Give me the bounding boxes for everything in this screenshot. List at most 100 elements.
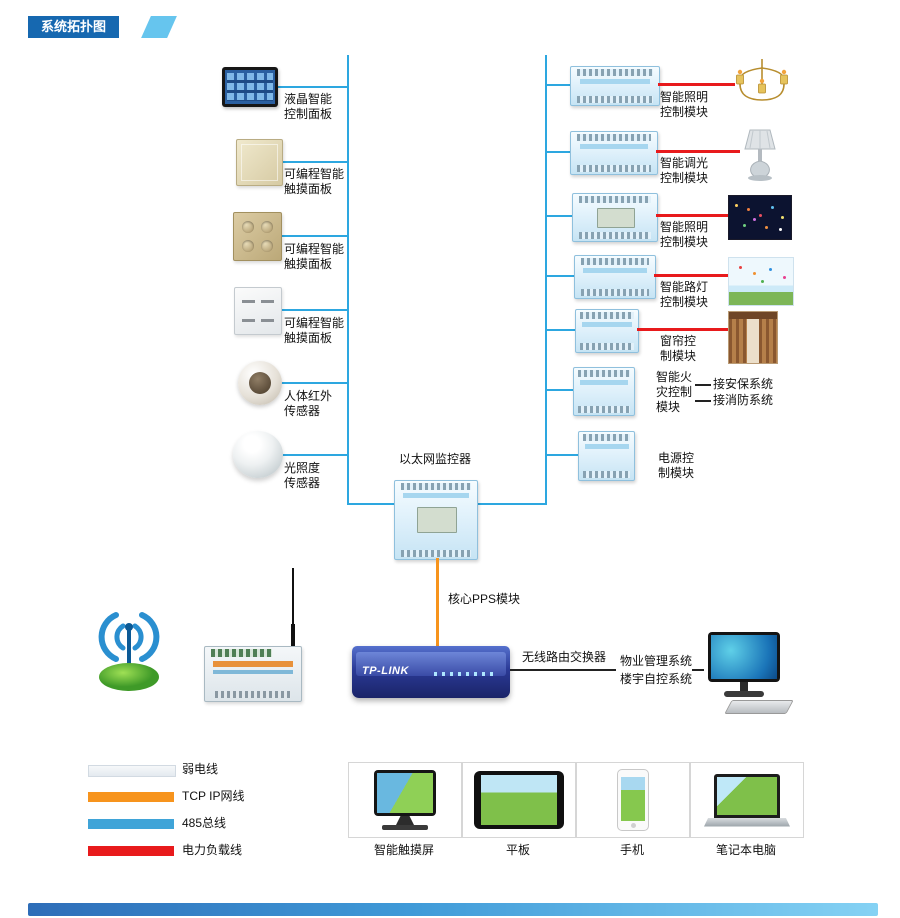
ethernet-monitor-label: 以太网监控器: [399, 452, 472, 466]
desktop-computer-image: [702, 632, 794, 716]
module-label-strip: [583, 268, 647, 273]
branch-line-touch-panel-1: [280, 161, 347, 163]
pc-link-line: [692, 669, 704, 671]
branch-line-touch-panel-3: [279, 309, 347, 311]
pc-stand-base: [724, 691, 764, 697]
bottom-device-label: 平板: [505, 843, 530, 857]
title-accent-shape: [141, 16, 177, 38]
touchscreen-stand: [396, 816, 414, 825]
touch-panel-image-1: [236, 139, 283, 186]
branch-line-light-sensor: [282, 454, 347, 456]
module-label-strip: [580, 380, 628, 385]
module-screen: [417, 507, 457, 533]
touchscreen-box: [348, 762, 462, 838]
branch-line-module-4: [547, 275, 574, 277]
bottom-device-label: 笔记本电脑: [715, 843, 776, 857]
legend-label: 电力负载线: [182, 843, 243, 857]
scene-kites: [739, 266, 742, 269]
legend-label: 弱电线: [182, 762, 219, 776]
page-title: 系统拓扑图: [41, 19, 107, 34]
router-image: TP-LINK: [352, 646, 510, 698]
left-bus-to-monitor-line: [347, 503, 394, 505]
page-title-badge: 系统拓扑图: [28, 16, 120, 38]
panel-text-mark: [242, 319, 255, 322]
branch-line-module-7: [547, 454, 578, 456]
panel-text-mark: [242, 300, 255, 303]
touchscreen-base: [382, 825, 428, 830]
left-device-label: 人体红外 传感器: [284, 389, 333, 418]
right-module-label: 智能照明 控制模块: [660, 220, 709, 249]
curtain-control-module-image: [575, 309, 639, 353]
laptop-screen: [717, 776, 777, 815]
right-module-label: 智能调光 控制模块: [660, 156, 709, 185]
security-system-label: 接安保系统: [713, 377, 774, 391]
curtain-drape-left: [729, 312, 748, 363]
panel-button: [261, 221, 273, 233]
wireless-din-module-image: [204, 646, 302, 702]
night-scene-image: [728, 195, 792, 240]
link-line-security: [695, 384, 711, 386]
legend-swatch-485-bus: [88, 819, 174, 829]
antenna-rod: [292, 568, 294, 626]
building-system-label: 楼宇自控系统: [620, 672, 693, 686]
branch-line-touch-panel-2: [279, 235, 347, 237]
panel-button: [261, 240, 273, 252]
power-load-line-4: [654, 274, 728, 277]
dimming-control-module-image: [570, 131, 658, 175]
power-load-line-1: [658, 83, 735, 86]
panel-button: [242, 221, 254, 233]
phone-screen: [621, 777, 645, 821]
left-device-label: 液晶智能 控制面板: [284, 92, 333, 121]
branch-line-module-2: [547, 151, 570, 153]
chandelier-image: [736, 59, 788, 101]
touch-panel-image-3: [234, 287, 282, 335]
bottom-device-label: 智能触摸屏: [373, 843, 434, 857]
curtain-image: [728, 311, 778, 364]
scene-lights: [735, 204, 738, 207]
ir-sensor-lens: [249, 372, 271, 394]
bottom-device-label: 手机: [619, 843, 644, 857]
module-label-strip: [403, 493, 469, 498]
tablet-image: [474, 771, 564, 829]
fire-control-module-image: [573, 367, 635, 416]
module-label-strip: [584, 444, 629, 449]
pc-stand: [740, 682, 748, 691]
phone-image: [617, 769, 649, 831]
left-device-label: 可编程智能 触摸面板: [284, 167, 345, 196]
lcd-control-panel-image: [222, 67, 278, 107]
table-lamp-image: [744, 129, 776, 181]
light-sensor-image: [233, 431, 283, 478]
power-control-module-image: [578, 431, 635, 481]
module-label-strip-orange: [212, 661, 294, 667]
panel-text-mark: [261, 319, 274, 322]
router-link-line: [510, 669, 616, 671]
panel-text-mark: [261, 300, 274, 303]
curtain-valance: [729, 312, 777, 319]
router-label: 无线路由交换器: [522, 650, 607, 664]
ir-sensor-image: [238, 361, 282, 405]
right-module-label: 智能照明 控制模块: [660, 90, 709, 119]
branch-line-module-5: [547, 329, 575, 331]
touchscreen-image: [374, 770, 436, 816]
tablet-box: [462, 762, 576, 838]
tcpip-line: [436, 558, 439, 646]
router-leds: [434, 672, 498, 676]
left-485-bus-line: [347, 55, 349, 505]
router-brand: TP-LINK: [362, 665, 409, 677]
right-module-label: 智能火 灾控制 模块: [656, 370, 693, 414]
right-module-label: 电源控 制模块: [658, 451, 695, 480]
phone-home-button: [630, 823, 636, 828]
module-label-strip: [579, 79, 651, 84]
outdoor-scene-image: [728, 257, 794, 306]
fire-system-label: 接消防系统: [713, 393, 774, 407]
touchscreen-screen: [377, 773, 433, 813]
power-load-line-3: [656, 214, 728, 217]
laptop-box: [690, 762, 804, 838]
laptop-screen-frame: [714, 773, 780, 818]
laptop-keyboard-base: [704, 817, 790, 827]
right-bus-to-monitor-line: [476, 503, 547, 505]
power-load-line-5: [637, 328, 728, 331]
footer-bar: [28, 903, 878, 916]
legend-swatch-tcpip: [88, 792, 174, 802]
